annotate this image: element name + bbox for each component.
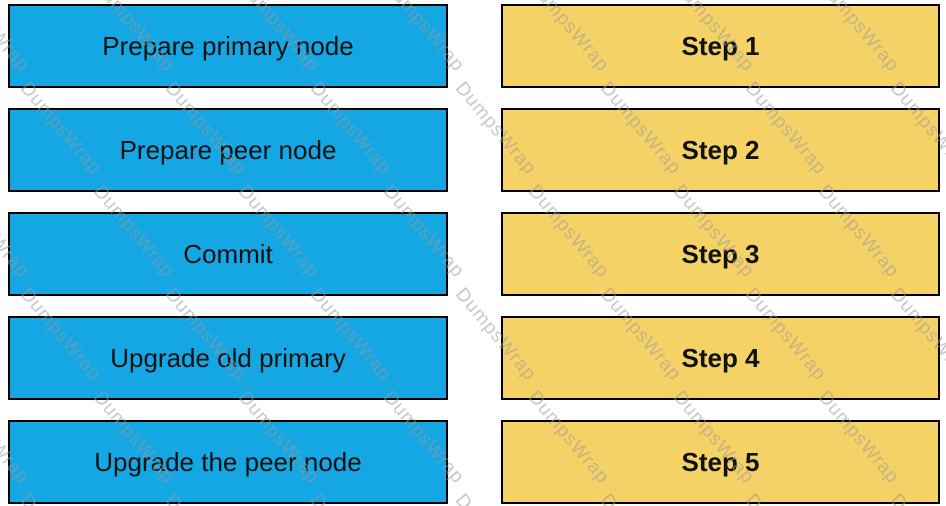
drag-item-commit[interactable]: Commit <box>8 212 448 296</box>
drop-target-step-3[interactable]: Step 3 <box>501 212 940 296</box>
drag-item-prepare-primary-node[interactable]: Prepare primary node <box>8 4 448 88</box>
drop-target-step-2[interactable]: Step 2 <box>501 108 940 192</box>
drop-target-step-4[interactable]: Step 4 <box>501 316 940 400</box>
drag-item-upgrade-old-primary[interactable]: Upgrade old primary <box>8 316 448 400</box>
drop-target-step-1[interactable]: Step 1 <box>501 4 940 88</box>
drag-item-upgrade-peer-node[interactable]: Upgrade the peer node <box>8 420 448 504</box>
drag-item-prepare-peer-node[interactable]: Prepare peer node <box>8 108 448 192</box>
step-targets-column: Step 1 Step 2 Step 3 Step 4 Step 5 <box>501 4 940 504</box>
drop-target-step-5[interactable]: Step 5 <box>501 420 940 504</box>
source-actions-column: Prepare primary node Prepare peer node C… <box>8 4 448 504</box>
